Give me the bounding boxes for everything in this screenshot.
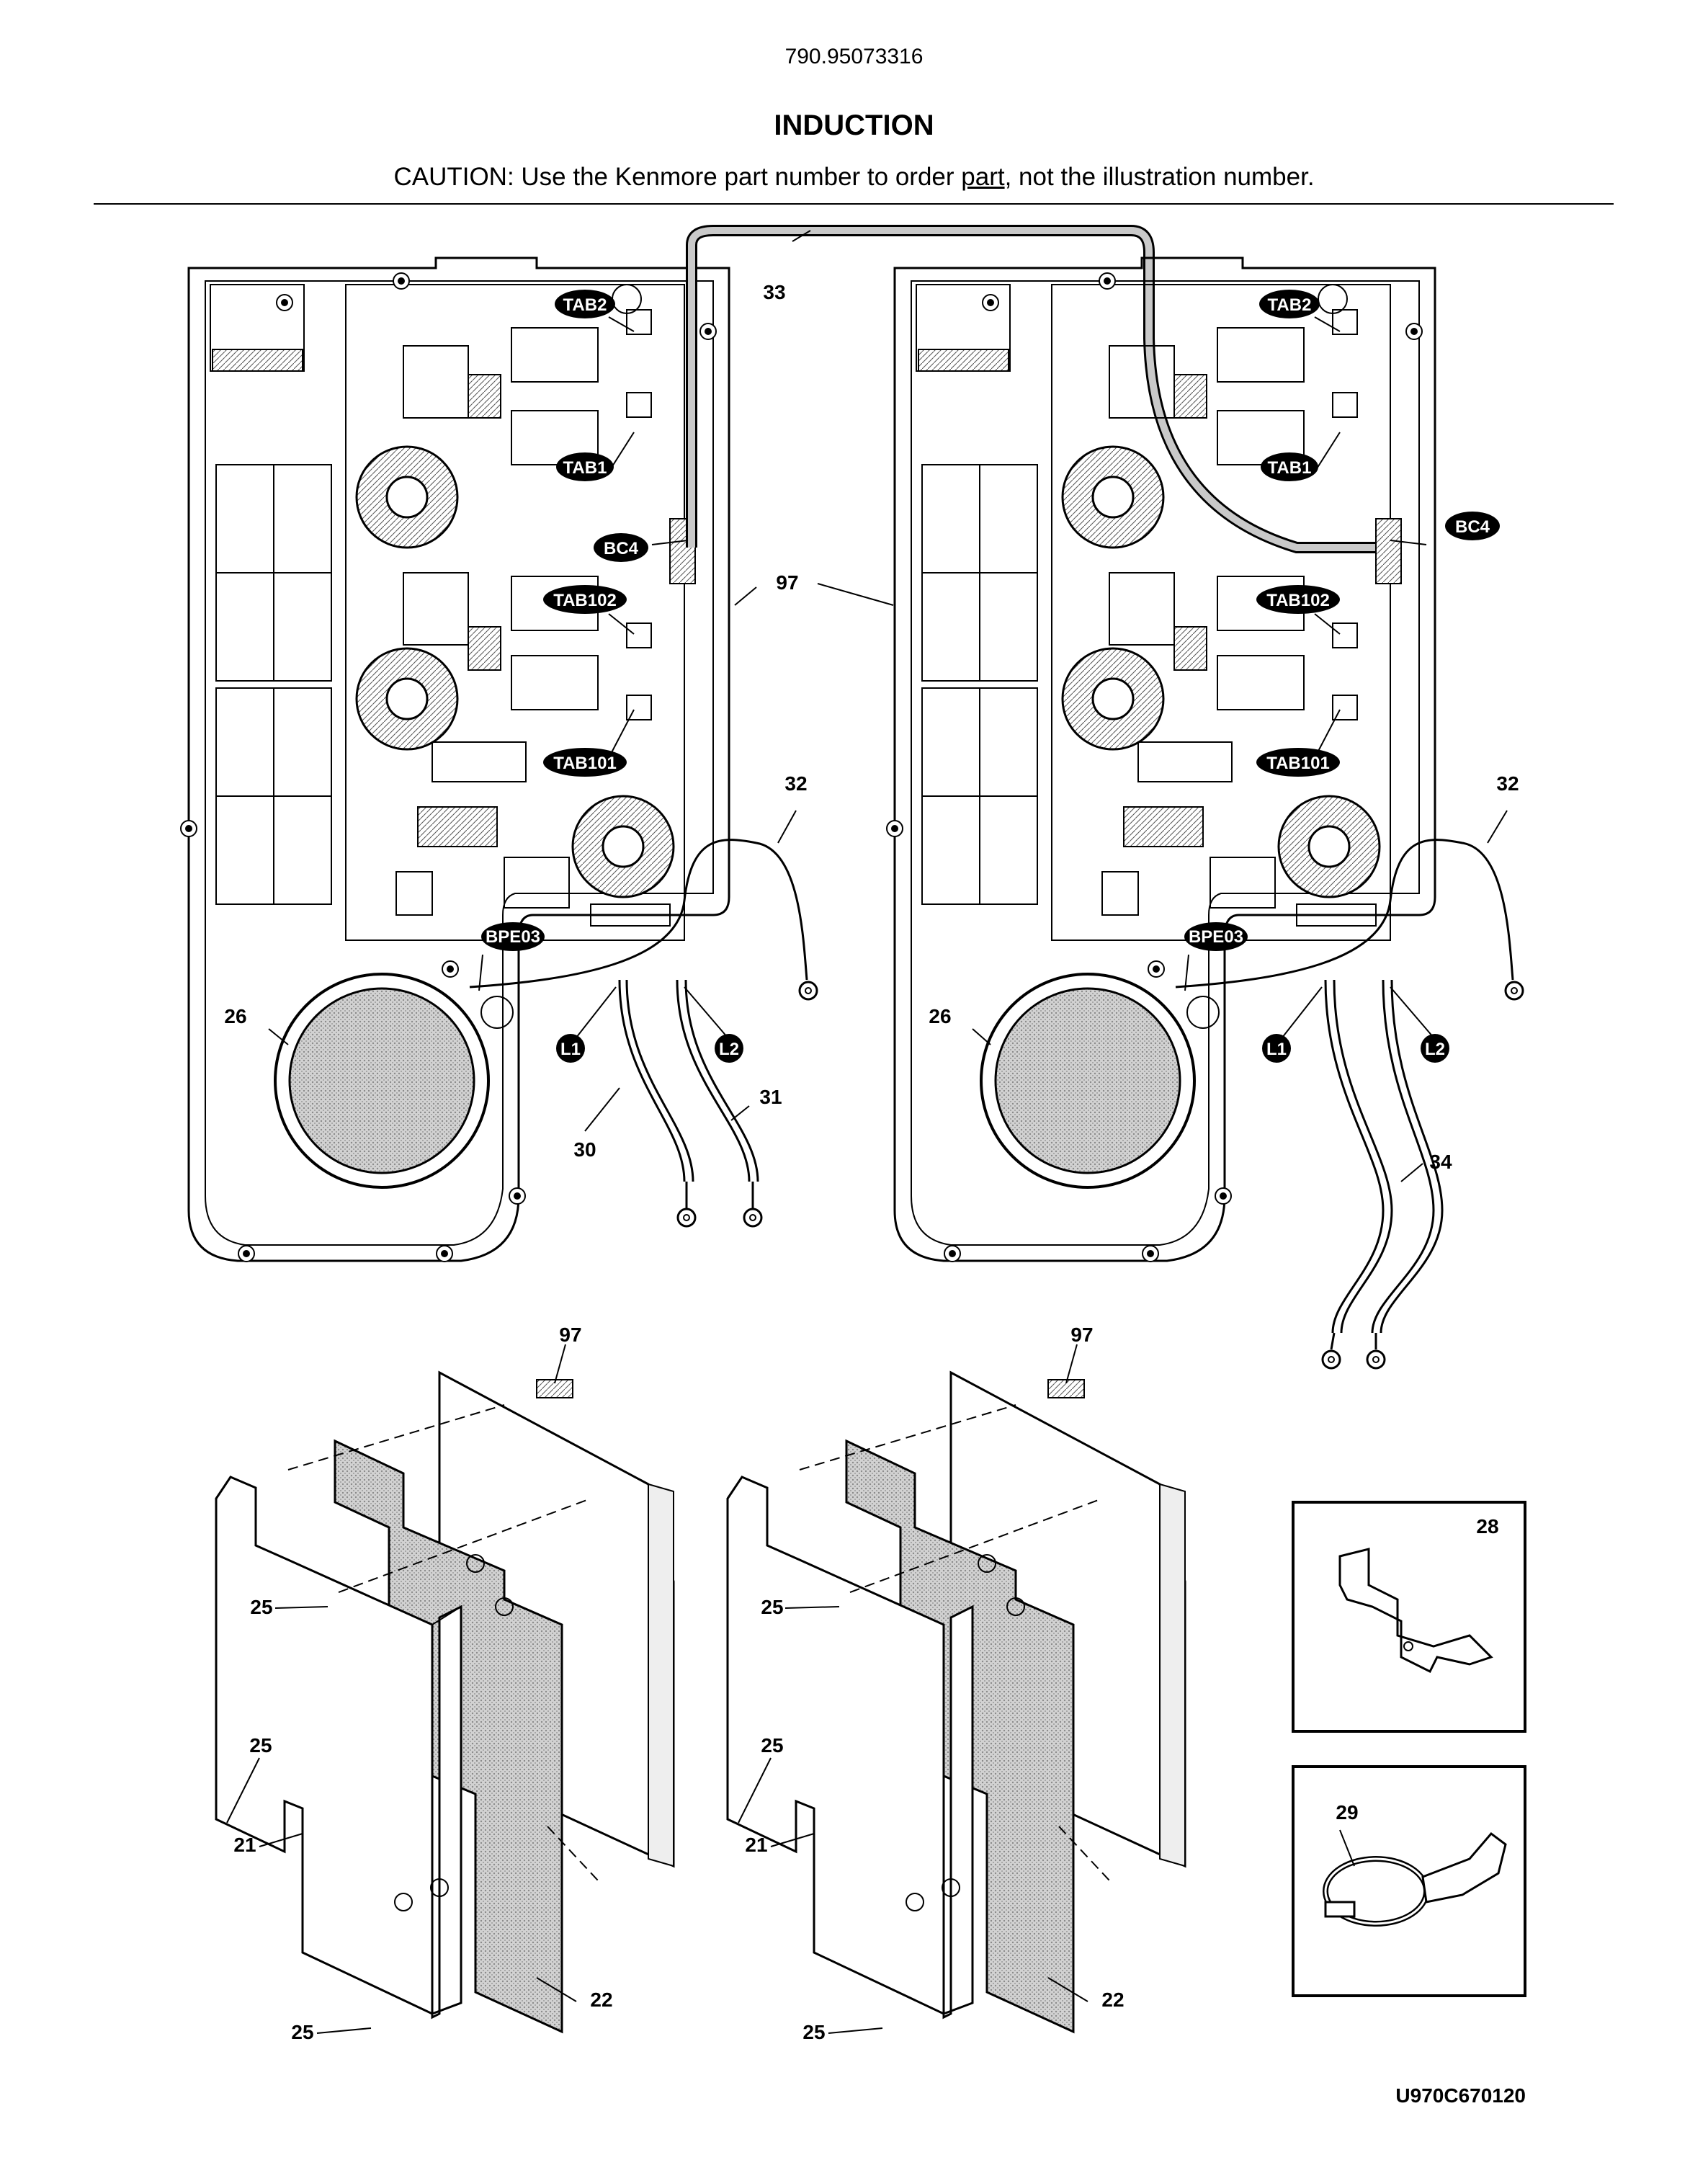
tag-bpe03-right: BPE03 xyxy=(1184,922,1248,951)
svg-text:TAB1: TAB1 xyxy=(563,458,607,478)
label-22-right: 22 xyxy=(1101,1989,1124,2011)
svg-text:TAB1: TAB1 xyxy=(1268,458,1312,478)
tag-bc4-left: BC4 xyxy=(594,533,648,562)
label-33: 33 xyxy=(763,281,785,303)
caution-prefix: CAUTION: Use the Kenmore part number to … xyxy=(393,163,962,191)
tag-tab1-right: TAB1 xyxy=(1261,452,1318,481)
label-26-right: 26 xyxy=(929,1005,951,1027)
part-number-labels: 33 97 32 32 26 26 30 31 34 97 97 25 25 2… xyxy=(224,281,1519,2043)
svg-text:TAB102: TAB102 xyxy=(1266,591,1330,610)
tag-tab101-right: TAB101 xyxy=(1256,748,1340,777)
label-97-right-shield: 97 xyxy=(1070,1324,1093,1346)
connector-tags: TAB2 TAB1 BC4 TAB102 TAB101 BPE03 L1 L2 … xyxy=(481,290,1500,1063)
label-28: 28 xyxy=(1476,1515,1498,1538)
tag-tab102-left: TAB102 xyxy=(543,585,627,614)
tag-tab102-right: TAB102 xyxy=(1256,585,1340,614)
left-board-assembly xyxy=(180,225,1398,1262)
svg-text:BPE03: BPE03 xyxy=(486,927,540,947)
tag-l2-right: L2 xyxy=(1421,1034,1449,1063)
tag-tab2-left: TAB2 xyxy=(555,290,615,318)
label-97-left-shield: 97 xyxy=(559,1324,581,1346)
label-22-left: 22 xyxy=(590,1989,612,2011)
label-29: 29 xyxy=(1336,1801,1358,1824)
detail-box-28 xyxy=(1292,1501,1526,1733)
label-21-right: 21 xyxy=(745,1834,767,1856)
drawing-code: U970C670120 xyxy=(1395,2084,1526,2107)
label-97-top: 97 xyxy=(776,571,798,594)
tag-l2-left: L2 xyxy=(715,1034,743,1063)
tag-tab2-right: TAB2 xyxy=(1259,290,1320,318)
svg-text:TAB2: TAB2 xyxy=(1268,295,1312,315)
section-title: INDUCTION xyxy=(774,110,934,141)
label-25-right-b: 25 xyxy=(761,1734,783,1757)
svg-text:TAB102: TAB102 xyxy=(553,591,617,610)
svg-text:BC4: BC4 xyxy=(604,539,639,558)
label-25-right-c: 25 xyxy=(802,2021,825,2043)
label-32-left: 32 xyxy=(784,772,807,795)
label-25-left-a: 25 xyxy=(250,1596,272,1618)
svg-text:BC4: BC4 xyxy=(1455,517,1490,537)
label-25-left-b: 25 xyxy=(249,1734,272,1757)
callout-leaders xyxy=(226,230,1508,2034)
label-25-right-a: 25 xyxy=(761,1596,783,1618)
svg-text:TAB101: TAB101 xyxy=(553,754,617,773)
svg-text:TAB2: TAB2 xyxy=(563,295,607,315)
tag-tab101-left: TAB101 xyxy=(543,748,627,777)
svg-text:L1: L1 xyxy=(560,1040,581,1059)
tag-bpe03-left: BPE03 xyxy=(481,922,545,951)
svg-text:L1: L1 xyxy=(1266,1040,1287,1059)
caution-note: CAUTION: Use the Kenmore part number to … xyxy=(0,163,1708,192)
svg-text:TAB101: TAB101 xyxy=(1266,754,1330,773)
label-30: 30 xyxy=(573,1138,596,1161)
detail-box-29 xyxy=(1292,1765,1526,1997)
caution-suffix: , not the illustration number. xyxy=(1004,163,1315,191)
svg-text:L2: L2 xyxy=(1425,1040,1445,1059)
svg-text:L2: L2 xyxy=(719,1040,739,1059)
label-32-right: 32 xyxy=(1496,772,1519,795)
caution-part-link: part xyxy=(961,163,1005,191)
tag-tab1-left: TAB1 xyxy=(556,452,614,481)
label-31: 31 xyxy=(759,1086,782,1108)
label-26-left: 26 xyxy=(224,1005,246,1027)
header-divider xyxy=(94,203,1614,205)
right-shield-explosion xyxy=(726,1370,1186,2034)
label-21-left: 21 xyxy=(233,1834,256,1856)
tag-l1-left: L1 xyxy=(556,1034,585,1063)
label-25-left-c: 25 xyxy=(291,2021,313,2043)
svg-text:BPE03: BPE03 xyxy=(1189,927,1243,947)
tag-l1-right: L1 xyxy=(1262,1034,1291,1063)
label-34: 34 xyxy=(1429,1151,1452,1173)
tag-bc4-right: BC4 xyxy=(1445,512,1500,540)
model-number: 790.95073316 xyxy=(784,45,924,68)
left-shield-explosion xyxy=(215,1370,675,2034)
right-board-assembly xyxy=(886,256,1524,1370)
